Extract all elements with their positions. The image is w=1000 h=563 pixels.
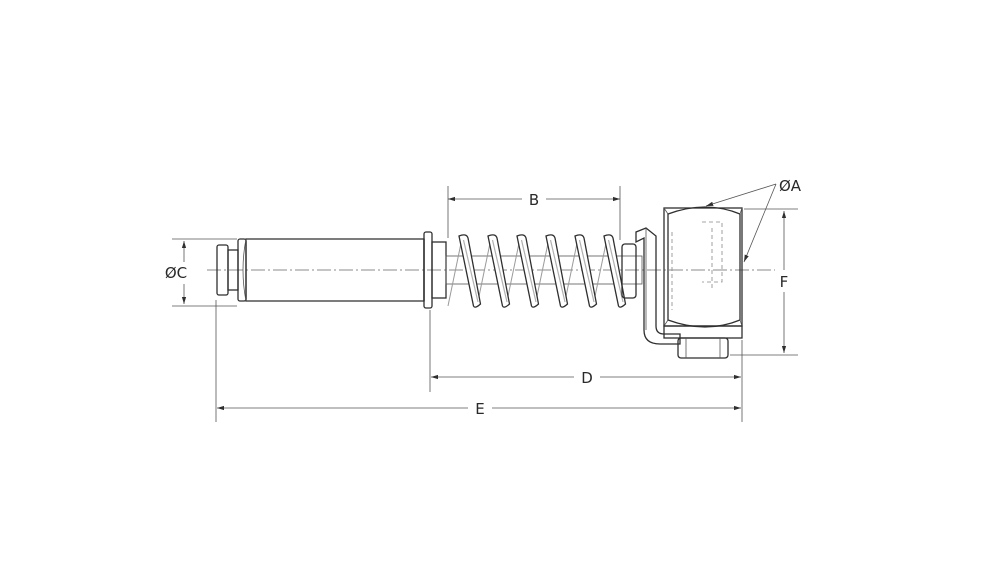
spring-coil-shade <box>549 239 566 303</box>
label-f: F <box>780 273 789 291</box>
label-dia-a: ØA <box>779 177 802 195</box>
spring-coil-back <box>534 235 550 307</box>
spring-coil-shade <box>520 239 537 303</box>
spring-coil-shade <box>607 239 624 303</box>
bracket-plate <box>635 227 681 345</box>
spring-coil-back <box>447 235 463 307</box>
spring-shaft <box>445 255 643 285</box>
spring-coil-shade <box>491 239 508 303</box>
spring-coil-back <box>476 235 492 307</box>
coil-spring <box>447 234 627 308</box>
spring-coil-back <box>563 235 579 307</box>
label-e: E <box>475 400 484 418</box>
label-b: B <box>529 191 539 209</box>
hinge-knuckle <box>663 206 743 359</box>
extension-lines <box>172 186 798 422</box>
spring-coil-shade <box>578 239 595 303</box>
dimension-lines <box>181 183 787 411</box>
label-dia-c: ØC <box>165 264 187 282</box>
front-collar <box>621 243 637 299</box>
spring-coil-back <box>592 235 608 307</box>
spring-coil-shade <box>462 239 479 303</box>
spring-coil-back <box>505 235 521 307</box>
label-d: D <box>581 369 593 387</box>
